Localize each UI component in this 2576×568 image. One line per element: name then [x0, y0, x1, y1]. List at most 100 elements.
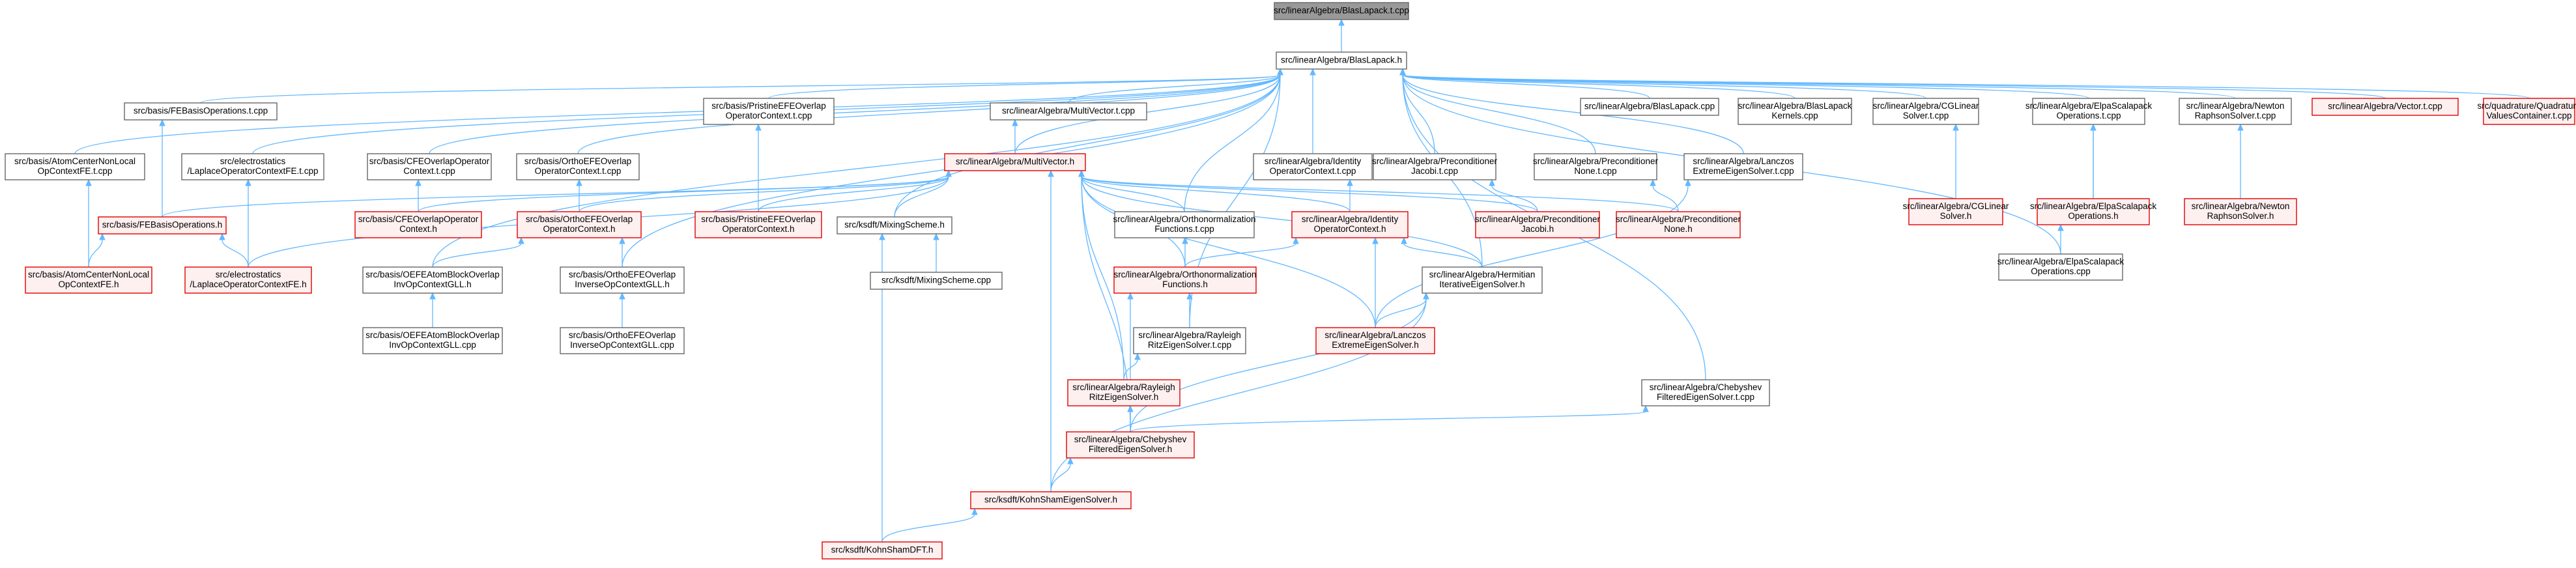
edge-arrowhead [518, 236, 524, 244]
file-node-ks-solver-h[interactable]: src/ksdft/KohnShamEigenSolver.h [970, 491, 1132, 509]
dependency-edge [429, 292, 436, 328]
file-node-label: src/linearAlgebra/BlasLapack.h [1281, 55, 1402, 65]
file-node-label: src/basis/OrthoEFEOverlap [524, 156, 631, 166]
file-node-quad-t[interactable]: src/quadrature/QuadratureValuesContainer… [2477, 98, 2576, 125]
file-node-atom-fe-h[interactable]: src/basis/AtomCenterNonLocalOpContextFE.… [25, 266, 152, 294]
file-node-multivec-t[interactable]: src/linearAlgebra/MultiVector.t.cpp [990, 102, 1147, 121]
dependency-edge [1953, 123, 1959, 199]
edge-arrowhead [1953, 123, 1959, 131]
file-node-precjac-t[interactable]: src/linearAlgebra/PreconditionerJacobi.t… [1372, 153, 1498, 180]
edge-line [1081, 176, 1351, 212]
edge-arrowhead [1186, 292, 1193, 300]
file-node-lanczos-h[interactable]: src/linearAlgebra/LanczosExtremeEigenSol… [1315, 327, 1435, 354]
file-node-vector-t[interactable]: src/linearAlgebra/Vector.t.cpp [2311, 98, 2459, 116]
edge-line [1050, 463, 1071, 492]
file-node-newton-t[interactable]: src/linearAlgebra/NewtonRaphsonSolver.t.… [2179, 98, 2292, 125]
file-node-label: src/quadrature/Quadrature [2477, 101, 2576, 111]
file-node-ortho-h[interactable]: src/basis/OrthoEFEOverlapOperatorContext… [517, 211, 642, 238]
dependency-edge [1338, 18, 1345, 52]
edge-arrowhead [971, 507, 978, 515]
file-node-label: None.h [1664, 224, 1693, 234]
file-node-box [1738, 98, 1852, 125]
file-node-label: FilteredEigenSolver.h [1089, 444, 1172, 454]
edge-line [1402, 74, 1926, 99]
edge-line [1402, 74, 1596, 154]
file-node-orthonorm-t[interactable]: src/linearAlgebra/OrthonormalizationFunc… [1113, 211, 1256, 238]
file-node-ortho-t[interactable]: src/basis/OrthoEFEOverlapOperatorContext… [516, 153, 640, 180]
file-node-orthoinv-h[interactable]: src/basis/OrthoEFEOverlapInverseOpContex… [560, 266, 685, 294]
file-node-cheby-t[interactable]: src/linearAlgebra/ChebyshevFilteredEigen… [1641, 379, 1770, 406]
file-node-fe-ops-t[interactable]: src/basis/FEBasisOperations.t.cpp [124, 102, 278, 121]
file-node-orthoinv-cpp[interactable]: src/basis/OrthoEFEOverlapInverseOpContex… [560, 327, 685, 354]
edge-arrowhead [945, 169, 952, 177]
edge-line [758, 176, 949, 212]
file-node-box [362, 266, 503, 294]
file-node-oefe-h[interactable]: src/basis/OEFEAtomBlockOverlapInvOpConte… [362, 266, 503, 294]
edge-line [1402, 74, 2530, 99]
file-node-oefe-cpp[interactable]: src/basis/OEFEAtomBlockOverlapInvOpConte… [362, 327, 503, 354]
edge-arrowhead [159, 119, 165, 126]
dependency-edge [2237, 123, 2244, 199]
file-node-orthonorm-h[interactable]: src/linearAlgebra/OrthonormalizationFunc… [1113, 266, 1257, 294]
edge-arrowhead [619, 292, 625, 300]
dependency-edge [619, 292, 625, 328]
file-node-atom-fe-t[interactable]: src/basis/AtomCenterNonLocalOpContextFE.… [5, 153, 145, 180]
file-node-precnone-t[interactable]: src/linearAlgebra/PreconditionerNone.t.c… [1533, 153, 1659, 180]
file-node-identity-t[interactable]: src/linearAlgebra/IdentityOperatorContex… [1253, 153, 1373, 180]
file-node-box [944, 153, 1086, 171]
dependency-edge [1048, 169, 1054, 492]
file-node-elpa-t[interactable]: src/linearAlgebra/ElpaScalapackOperation… [2025, 98, 2153, 125]
file-node-elpa-h[interactable]: src/linearAlgebra/ElpaScalapackOperation… [2030, 198, 2157, 225]
file-node-cheby-h[interactable]: src/linearAlgebra/ChebyshevFilteredEigen… [1066, 431, 1195, 459]
file-node-box [970, 491, 1132, 509]
file-node-ks-dft-h[interactable]: src/ksdft/KohnShamDFT.h [822, 541, 943, 560]
file-node-rayleigh-h[interactable]: src/linearAlgebra/RayleighRitzEigenSolve… [1067, 379, 1181, 406]
file-node-label: src/linearAlgebra/CGLinear [1903, 201, 2009, 211]
file-node-blas-cpp[interactable]: src/linearAlgebra/BlasLapack.cpp [1580, 98, 1719, 116]
dependency-edge [1650, 178, 1679, 212]
file-node-multivec-h[interactable]: src/linearAlgebra/MultiVector.h [944, 153, 1086, 171]
file-node-label: src/linearAlgebra/ElpaScalapack [2025, 101, 2153, 111]
edge-arrowhead [1650, 178, 1656, 186]
file-node-box [837, 216, 952, 234]
file-node-label: src/basis/CFEOverlapOperator [358, 214, 479, 224]
file-node-fe-ops-h[interactable]: src/basis/FEBasisOperations.h [98, 216, 227, 234]
file-node-pristine-h[interactable]: src/basis/PristineEFEOverlapOperatorCont… [694, 211, 822, 238]
file-node-blas-h[interactable]: src/linearAlgebra/BlasLapack.h [1276, 51, 1407, 70]
file-node-label: src/basis/OrthoEFEOverlap [569, 270, 676, 279]
file-node-rayleigh-t[interactable]: src/linearAlgebra/RayleighRitzEigenSolve… [1133, 327, 1246, 354]
file-node-cfe-t[interactable]: src/basis/CFEOverlapOperatorContext.t.cp… [367, 153, 492, 180]
edge-line [74, 74, 1281, 154]
nodes-layer: src/linearAlgebra/BlasLapack.t.cpp src/li… [5, 2, 2576, 560]
file-node-box [1291, 211, 1409, 238]
edge-arrowhead [2057, 223, 2064, 231]
dependency-edge [576, 178, 582, 212]
file-node-pristine-t[interactable]: src/basis/PristineEFEOverlapOperatorCont… [703, 98, 835, 125]
file-node-hermitian-h[interactable]: src/linearAlgebra/HermitianIterativeEige… [1422, 266, 1543, 294]
file-node-label: Solver.h [1940, 211, 1972, 221]
file-node-elec-lap-h[interactable]: src/electrostatics/LaplaceOperatorContex… [184, 266, 312, 294]
file-node-blas-t[interactable]: src/linearAlgebra/BlasLapack.t.cpp [1274, 2, 1409, 20]
dependency-edge [415, 178, 422, 212]
file-node-identity-h[interactable]: src/linearAlgebra/IdentityOperatorContex… [1291, 211, 1409, 238]
file-node-box [1534, 153, 1657, 180]
file-node-elpa-cpp[interactable]: src/linearAlgebra/ElpaScalapackOperation… [1997, 253, 2125, 281]
file-node-mixing-h[interactable]: src/ksdft/MixingScheme.h [837, 216, 952, 234]
dependency-edge [755, 123, 762, 212]
file-node-box [822, 541, 943, 560]
file-node-lanczos-t[interactable]: src/linearAlgebra/LanczosExtremeEigenSol… [1683, 153, 1803, 180]
file-node-label: InvOpContextGLL.h [394, 279, 471, 289]
file-node-elec-lap-t[interactable]: src/electrostatics/LaplaceOperatorContex… [181, 153, 324, 180]
dependency-edge [1186, 292, 1193, 328]
edge-arrowhead [99, 233, 106, 240]
file-node-mixing-cpp[interactable]: src/ksdft/MixingScheme.cpp [870, 272, 1003, 290]
file-node-label: IterativeEigenSolver.h [1439, 279, 1524, 289]
